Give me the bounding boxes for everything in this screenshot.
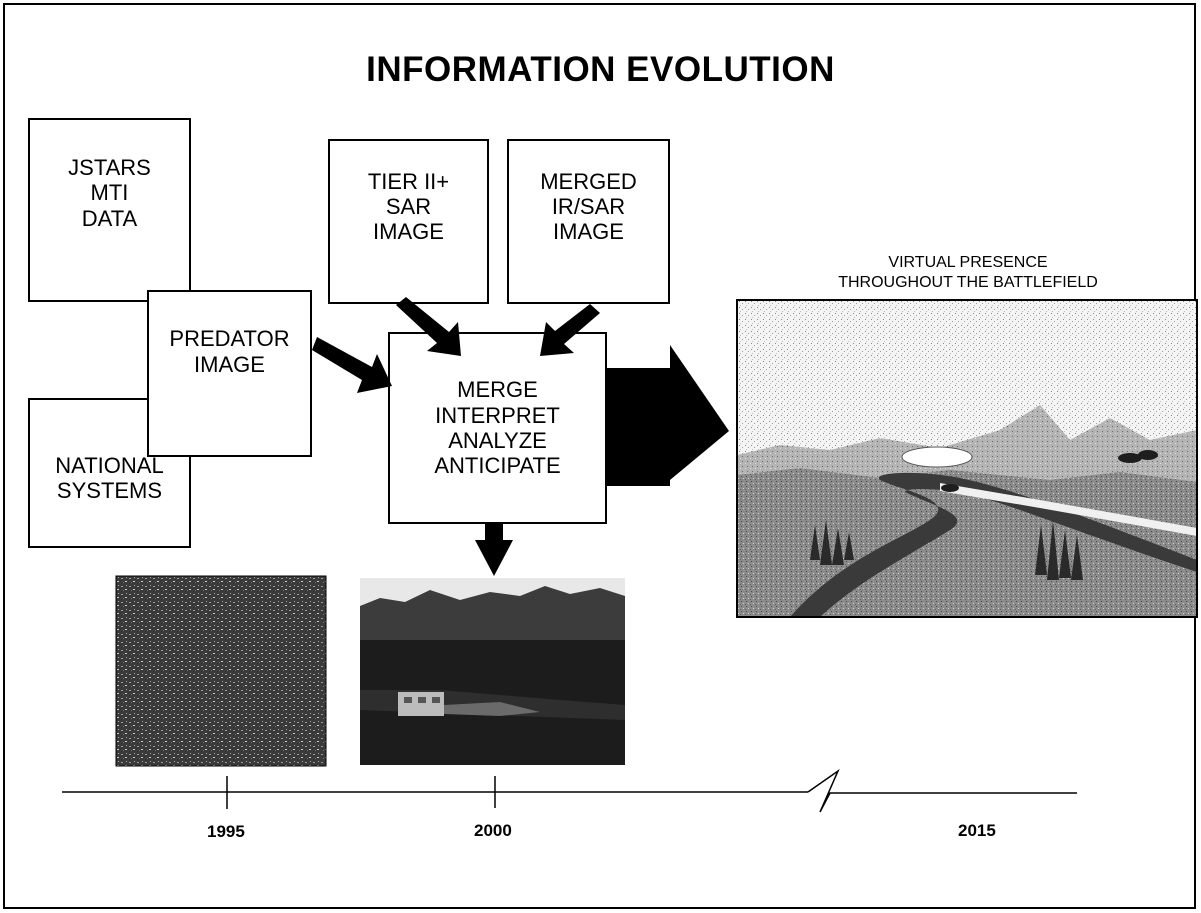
page-title: INFORMATION EVOLUTION [366, 50, 835, 89]
predator-image-label: PREDATOR IMAGE [169, 326, 290, 377]
jstars-mti-data-label: JSTARS MTI DATA [68, 155, 151, 231]
national-systems-label: NATIONAL SYSTEMS [55, 452, 164, 503]
predator-image-box: PREDATOR IMAGE [147, 290, 312, 457]
virtual-presence-image [736, 299, 1198, 618]
photo-image-2000 [360, 578, 625, 765]
arrow-merged-to-merge [540, 304, 600, 356]
arrow-merge-to-2000-image [475, 524, 513, 576]
timeline [62, 768, 1077, 813]
tier-ii-sar-image-label: TIER II+ SAR IMAGE [367, 168, 450, 245]
year-2000-label: 2000 [474, 821, 512, 840]
virtual-presence-caption: VIRTUAL PRESENCE THROUGHOUT THE BATTLEFI… [838, 254, 1098, 291]
sar-image-1995 [115, 575, 327, 767]
arrow-predator-to-merge [312, 337, 392, 393]
merged-ir-sar-image-label: MERGED IR/SAR IMAGE [540, 168, 637, 245]
tier-ii-sar-image-box: TIER II+ SAR IMAGE [328, 139, 489, 304]
national-systems-box: NATIONAL SYSTEMS [28, 398, 191, 548]
merge-interpret-analyze-anticipate-box: MERGE INTERPRET ANALYZE ANTICIPATE [388, 332, 607, 524]
arrow-tier-to-merge [396, 297, 461, 356]
process-label: MERGE INTERPRET ANALYZE ANTICIPATE [434, 377, 561, 479]
year-2015-label: 2015 [958, 821, 996, 840]
merged-ir-sar-image-box: MERGED IR/SAR IMAGE [507, 139, 670, 304]
jstars-mti-data-box: JSTARS MTI DATA [28, 118, 191, 302]
arrow-merge-to-virtual-presence [607, 345, 729, 486]
year-1995-label: 1995 [207, 822, 245, 841]
